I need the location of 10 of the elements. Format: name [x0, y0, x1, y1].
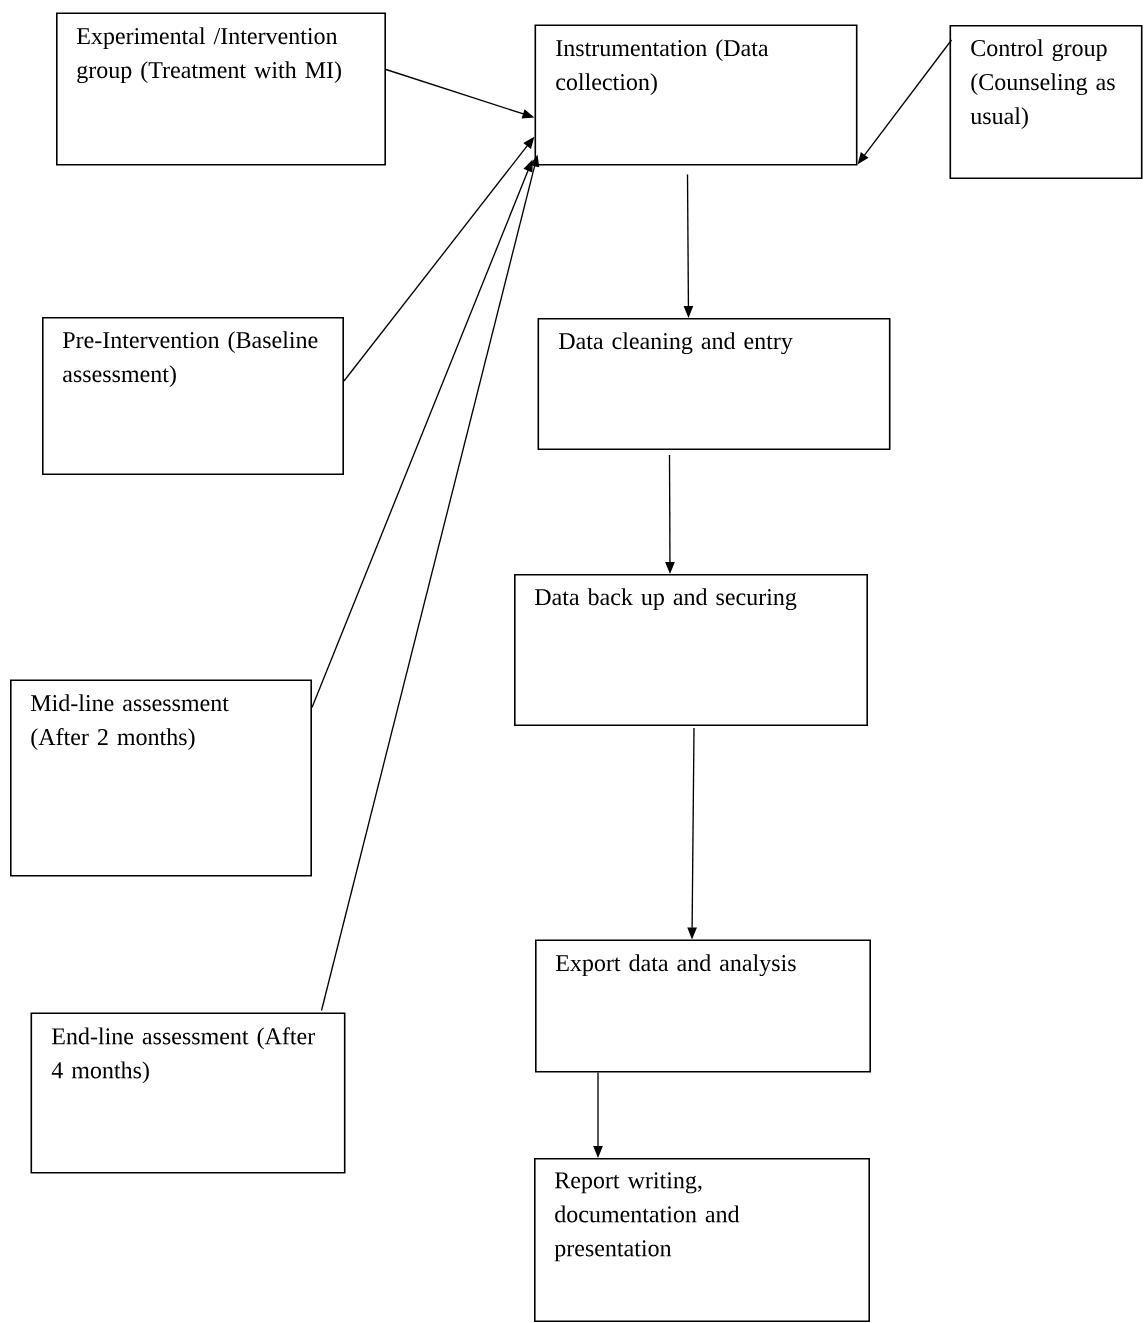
process-box: Pre-Intervention (Baseline assessment) — [42, 317, 344, 475]
process-box: Data back up and securing — [514, 574, 868, 726]
process-box: Export data and analysis — [535, 939, 871, 1073]
process-box: Control group (Counseling as usual) — [949, 25, 1143, 179]
process-box: End-line assessment (After 4 months) — [30, 1012, 346, 1174]
process-box: Data cleaning and entry — [537, 318, 891, 450]
process-box: Instrumentation (Data collection) — [534, 24, 858, 166]
process-box: Report writing, documentation and presentation — [534, 1158, 870, 1322]
process-box: Mid-line assessment (After 2 months) — [10, 679, 312, 877]
process-box: Experimental /Intervention group (Treatment with MI) — [56, 12, 386, 166]
